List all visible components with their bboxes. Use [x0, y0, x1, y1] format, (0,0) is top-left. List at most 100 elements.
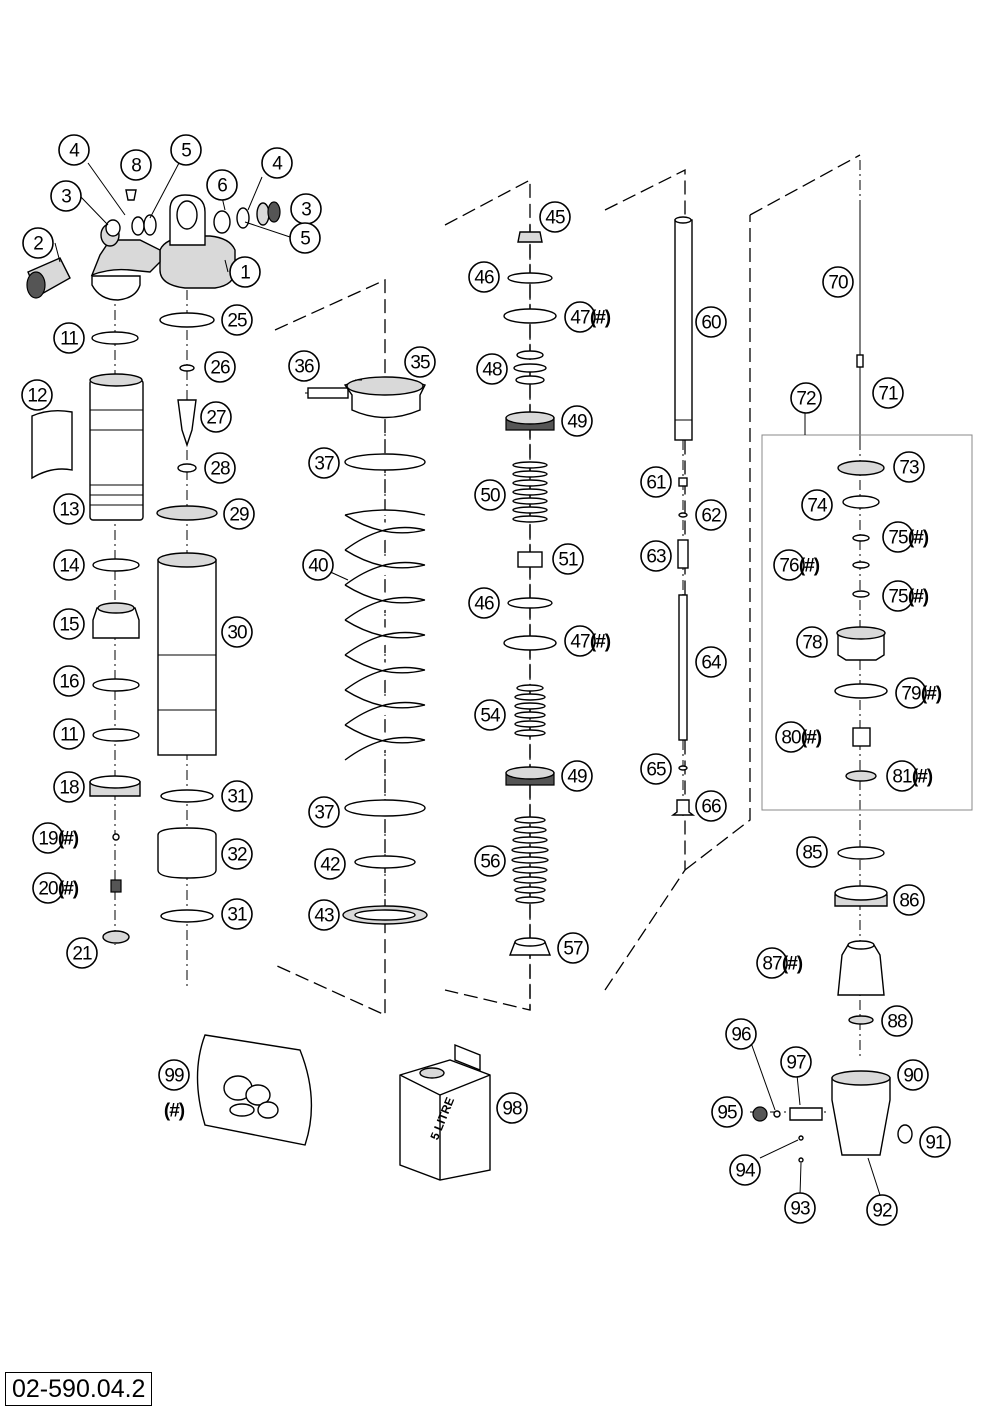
callout-circle	[53, 771, 85, 803]
callout-number: 86	[899, 891, 919, 912]
callout-46: 46	[468, 587, 500, 619]
optional-part-mark: (#)	[58, 829, 79, 850]
callout-circle	[32, 822, 64, 854]
callout-48: 48	[476, 353, 508, 385]
callout-number: 56	[480, 852, 500, 873]
callout-number: 3	[301, 200, 311, 221]
callout-12: 12	[21, 379, 53, 411]
shim-stack-column	[503, 231, 557, 956]
callout-number: 64	[701, 653, 722, 674]
callout-circle	[200, 401, 232, 433]
callout-circle	[695, 499, 727, 531]
callout-number: 4	[272, 154, 283, 175]
callout-circle	[308, 899, 340, 931]
spring-stack-50	[512, 461, 548, 523]
callout-number: 46	[474, 268, 494, 289]
callout-79: 79(#)	[895, 677, 943, 709]
callout-circle	[53, 718, 85, 750]
optional-part-mark: (#)	[590, 632, 611, 653]
callout-circle	[919, 1126, 951, 1158]
callout-number: 71	[878, 384, 898, 405]
callout-number: 76	[779, 556, 799, 577]
callout-36: 36	[288, 350, 320, 382]
callout-circle	[897, 1059, 929, 1091]
callout-circle	[50, 180, 82, 212]
callout-circle	[404, 346, 436, 378]
callout-circle	[221, 780, 253, 812]
callout-56: 56	[474, 845, 506, 877]
optional-part-mark: (#)	[912, 767, 933, 788]
callout-80: 80(#)	[775, 721, 823, 753]
callout-92: 92	[866, 1194, 898, 1226]
optional-part-mark: (#)	[58, 879, 79, 900]
callout-14: 14	[53, 549, 85, 581]
callout-number: 37	[314, 454, 334, 475]
callout-98: 98	[496, 1092, 528, 1124]
optional-part-mark: (#)	[590, 308, 611, 329]
callout-65: 65	[640, 753, 672, 785]
callout-number: 50	[480, 486, 500, 507]
callout-circle	[474, 479, 506, 511]
callout-number: 49	[567, 412, 587, 433]
callout-50: 50	[474, 479, 506, 511]
callout-circle	[790, 382, 822, 414]
callout-circle	[539, 201, 571, 233]
callout-number: 93	[790, 1199, 810, 1220]
callout-51: 51	[552, 543, 584, 575]
callout-72: 72	[790, 382, 822, 414]
callout-number: 70	[828, 273, 848, 294]
callout-circle	[756, 947, 788, 979]
reservoir-column	[752, 200, 973, 1163]
callout-4: 4	[58, 134, 90, 166]
callout-circle	[552, 543, 584, 575]
callout-27: 27	[200, 401, 232, 433]
damper-body-column	[156, 312, 218, 923]
callout-circle	[822, 266, 854, 298]
callout-64: 64	[695, 646, 727, 678]
callout-49: 49	[561, 760, 593, 792]
callout-76: 76(#)	[773, 549, 821, 581]
callout-number: 51	[558, 550, 578, 571]
callout-circle	[120, 149, 152, 181]
callout-96: 96	[725, 1018, 757, 1050]
callout-number: 91	[925, 1133, 945, 1154]
callout-26: 26	[204, 351, 236, 383]
callout-circle	[468, 261, 500, 293]
callout-circle	[780, 1046, 812, 1078]
callout-66: 66	[695, 790, 727, 822]
callout-63: 63	[640, 540, 672, 572]
callout-74: 74	[801, 489, 833, 521]
callout-3: 3	[50, 180, 82, 212]
callout-94: 94	[729, 1154, 761, 1186]
callout-75: 75(#)	[882, 580, 930, 612]
callout-21: 21	[66, 937, 98, 969]
seal-kit-bag	[196, 1034, 313, 1146]
callout-number: 94	[735, 1161, 756, 1182]
callout-number: 20	[38, 879, 58, 900]
callout-circle	[53, 322, 85, 354]
callout-73: 73	[893, 451, 925, 483]
callout-circle	[221, 616, 253, 648]
callout-31: 31	[221, 780, 253, 812]
callout-number: 31	[227, 787, 247, 808]
callout-number: 61	[646, 473, 666, 494]
callout-circle	[204, 452, 236, 484]
callout-circle	[564, 625, 596, 657]
callout-circle	[206, 169, 238, 201]
callout-circle	[476, 353, 508, 385]
callout-circle	[474, 845, 506, 877]
callout-91: 91	[919, 1126, 951, 1158]
callout-circle	[308, 796, 340, 828]
callout-circle	[53, 493, 85, 525]
callout-number: 81	[892, 767, 912, 788]
callout-circle	[711, 1096, 743, 1128]
callout-circle	[561, 760, 593, 792]
callout-circle	[695, 306, 727, 338]
callout-circle	[796, 836, 828, 868]
callout-number: 85	[802, 843, 822, 864]
callout-number: 37	[314, 803, 334, 824]
callout-29: 29	[223, 498, 255, 530]
callout-62: 62	[695, 499, 727, 531]
callout-90: 90	[897, 1059, 929, 1091]
piston-rod-column	[670, 216, 696, 816]
